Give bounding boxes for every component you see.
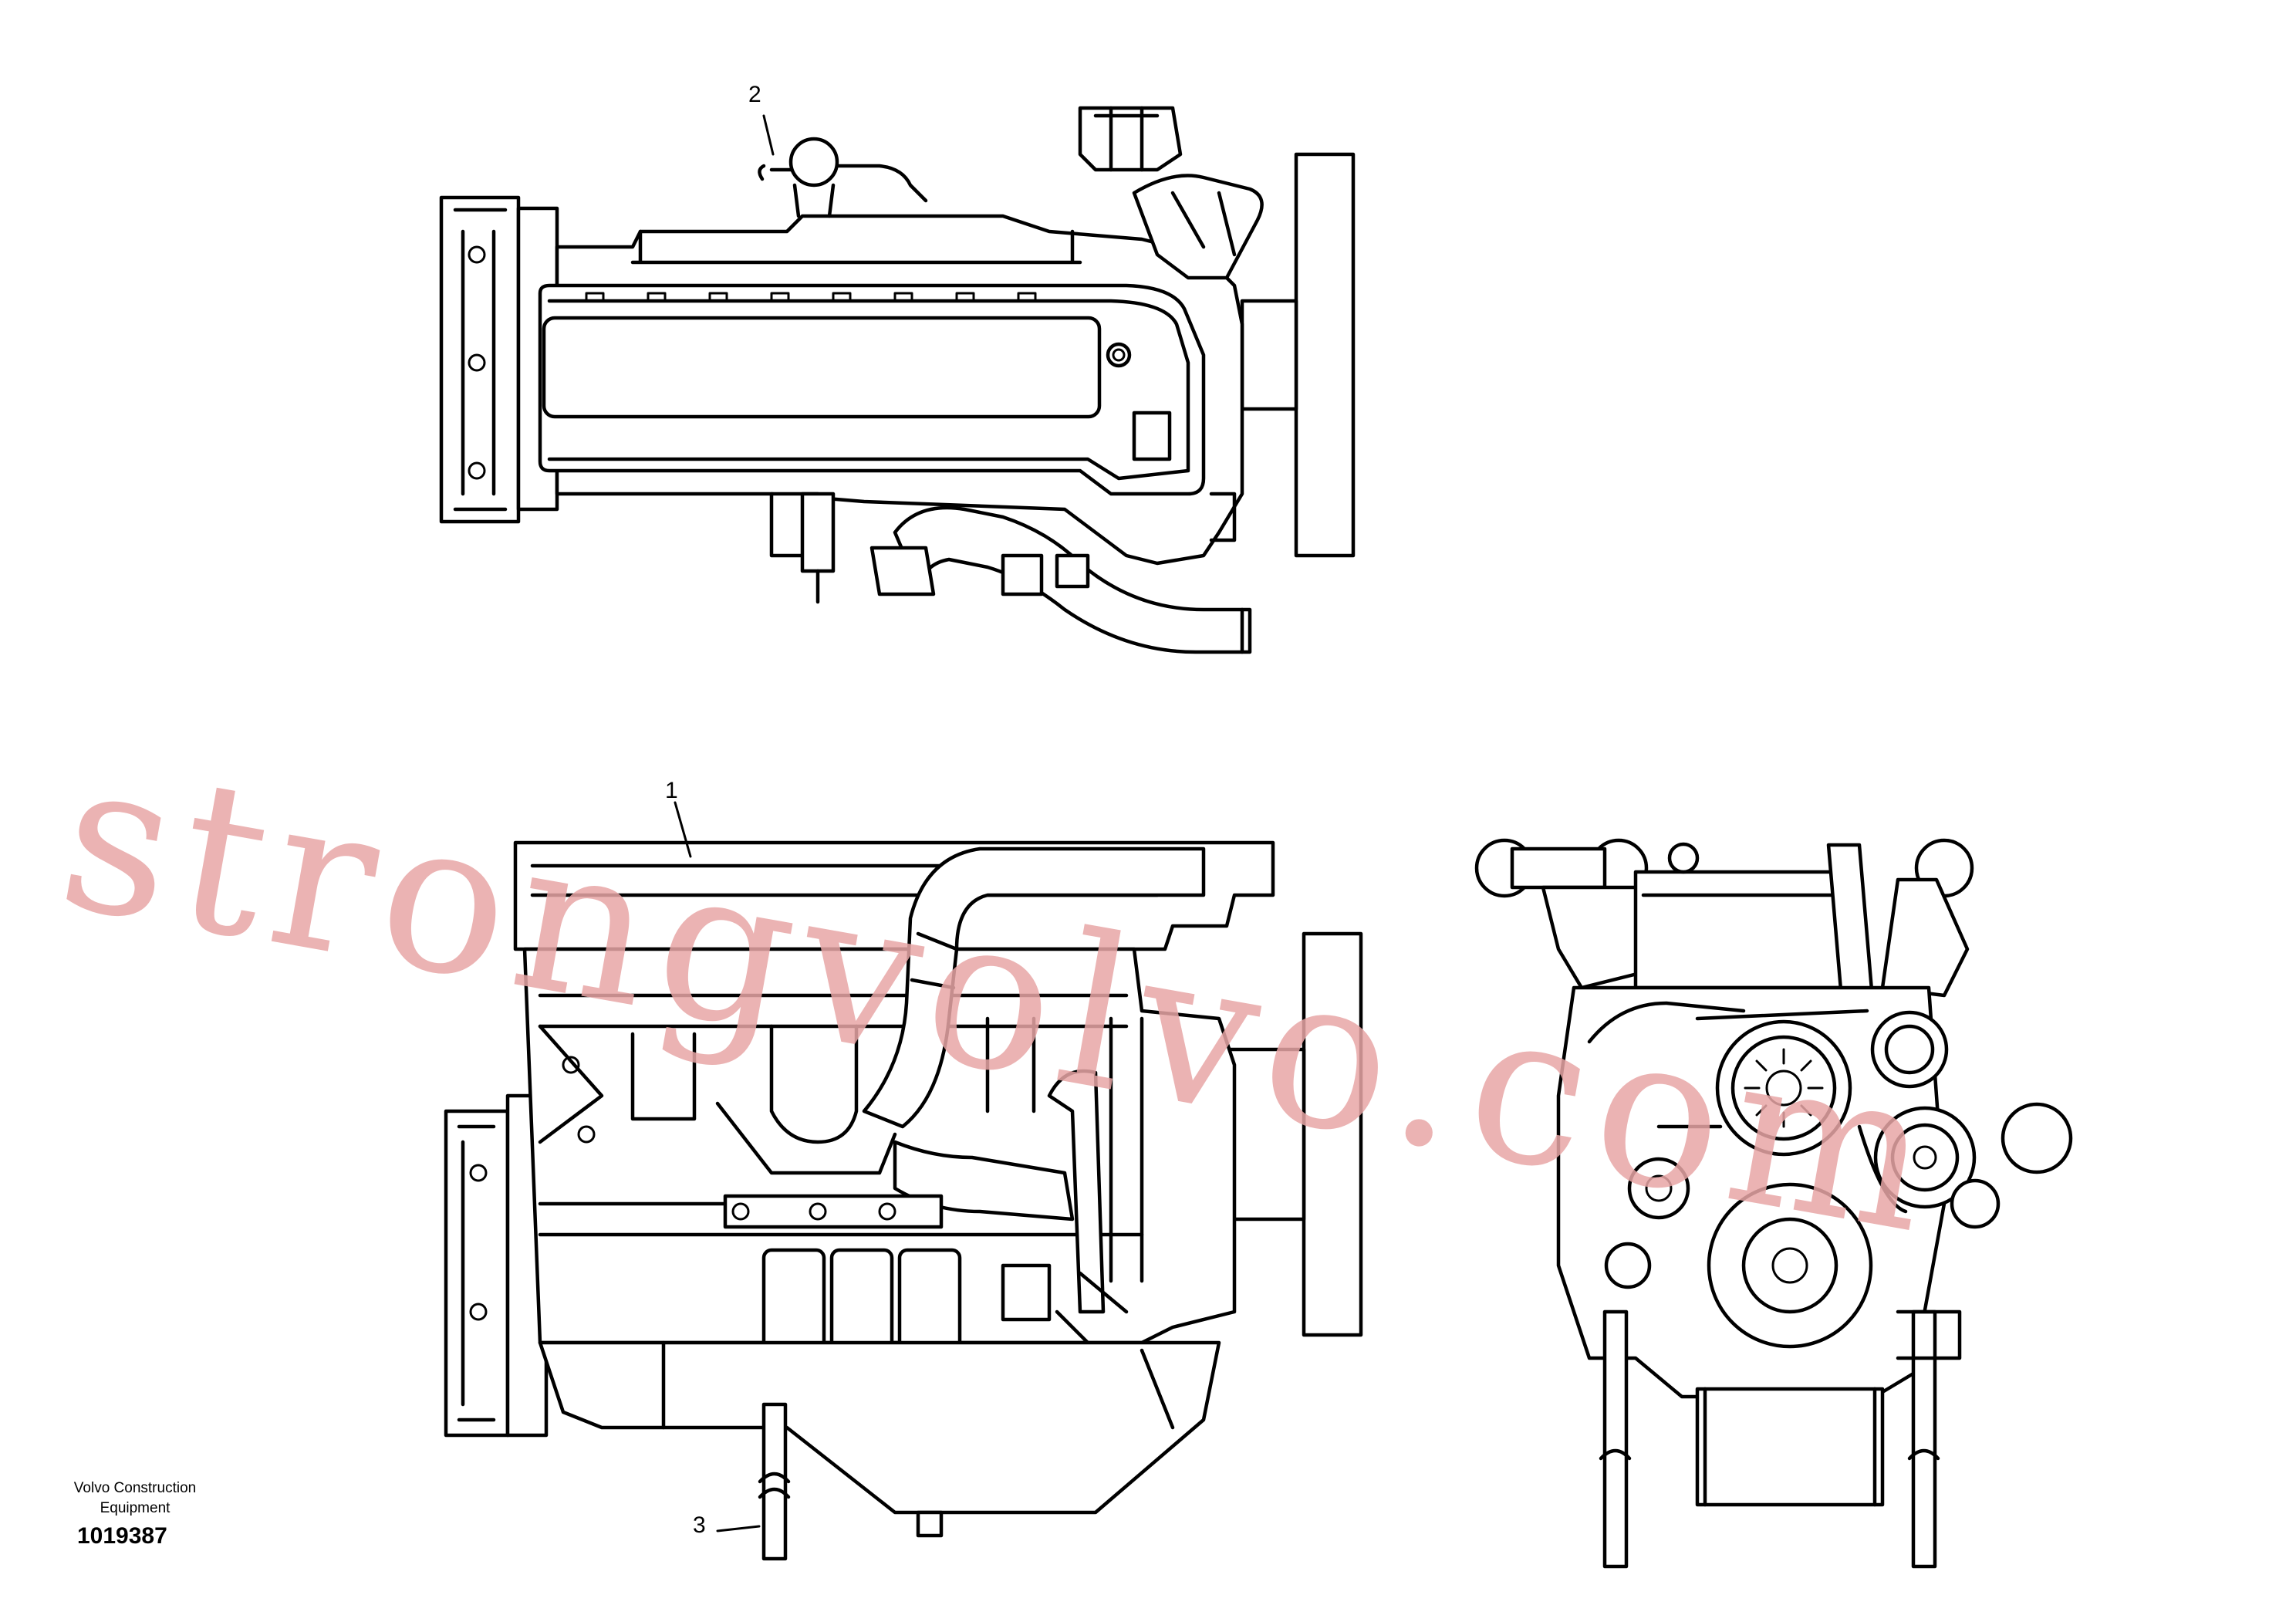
drawing-number: 1019387 xyxy=(77,1523,167,1549)
callout-2: 2 xyxy=(748,82,761,107)
brand-line-2: Equipment xyxy=(100,1500,171,1516)
callout-1: 1 xyxy=(665,778,678,803)
brand-line-1: Volvo Construction xyxy=(73,1480,197,1496)
callout-3: 3 xyxy=(693,1512,706,1538)
brand-label: Volvo Construction Equipment xyxy=(46,1478,224,1519)
